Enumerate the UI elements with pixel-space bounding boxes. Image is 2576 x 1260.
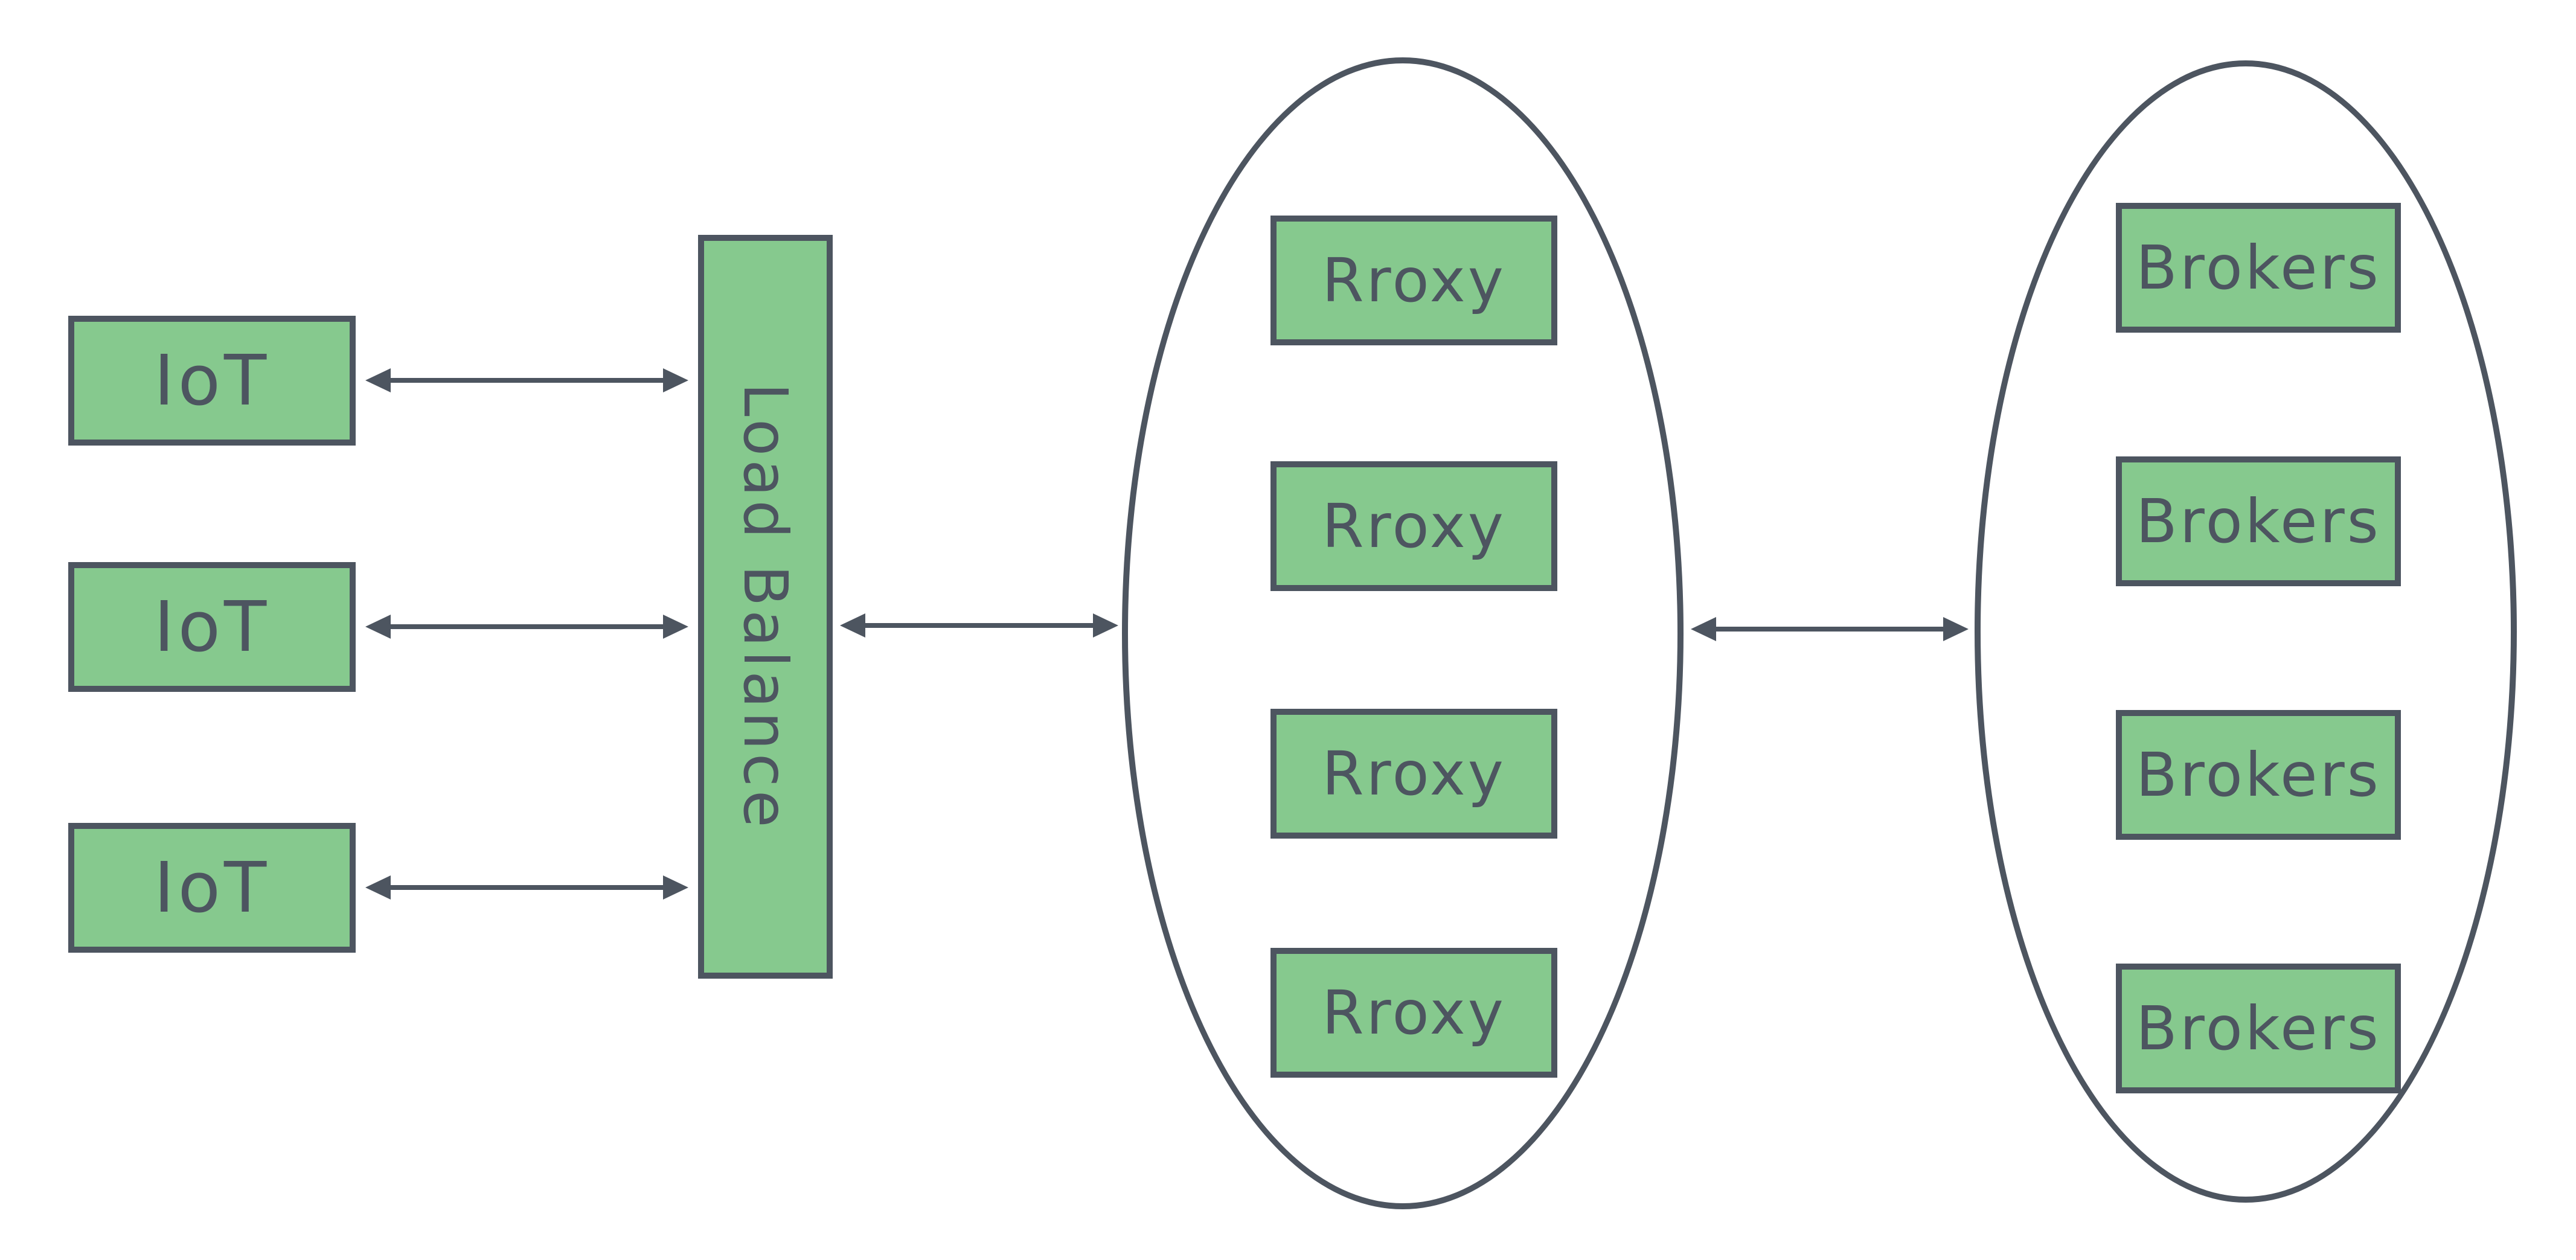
loadbalance-proxy-arrow bbox=[840, 613, 1118, 638]
broker-node-2-label: Brokers bbox=[2136, 486, 2381, 557]
arrow-shaft bbox=[387, 885, 667, 890]
iot1-loadbalance-arrow bbox=[365, 368, 688, 392]
proxy-node-3-label: Rroxy bbox=[1322, 738, 1506, 809]
proxy-cluster-ellipse bbox=[1122, 57, 1684, 1209]
arrowhead-right-icon bbox=[1093, 613, 1118, 638]
proxy-node-2-label: Rroxy bbox=[1322, 491, 1506, 561]
iot3-loadbalance-arrow bbox=[365, 875, 688, 900]
proxy-node-1-label: Rroxy bbox=[1322, 245, 1506, 316]
arrowhead-left-icon bbox=[365, 875, 391, 900]
proxy-broker-arrow bbox=[1691, 617, 1969, 641]
arrowhead-right-icon bbox=[1943, 617, 1969, 641]
arrowhead-left-icon bbox=[365, 368, 391, 392]
arrow-shaft bbox=[387, 624, 667, 629]
proxy-node-4-label: Rroxy bbox=[1322, 977, 1506, 1048]
arrowhead-left-icon bbox=[840, 613, 865, 638]
load-balancer-label: Load Balance bbox=[730, 382, 801, 831]
iot-node-2: IoT bbox=[68, 562, 356, 692]
iot-node-2-label: IoT bbox=[153, 586, 271, 668]
proxy-node-3: Rroxy bbox=[1270, 709, 1557, 839]
arrowhead-left-icon bbox=[1691, 617, 1716, 641]
broker-node-4: Brokers bbox=[2116, 964, 2401, 1093]
iot-node-1: IoT bbox=[68, 316, 356, 446]
broker-node-4-label: Brokers bbox=[2136, 993, 2381, 1064]
iot2-loadbalance-arrow bbox=[365, 615, 688, 639]
broker-cluster-ellipse bbox=[1975, 60, 2517, 1203]
proxy-node-2: Rroxy bbox=[1270, 461, 1557, 591]
broker-node-1-label: Brokers bbox=[2136, 232, 2381, 303]
arrowhead-right-icon bbox=[663, 875, 688, 900]
load-balancer-node: Load Balance bbox=[698, 235, 833, 979]
iot-node-3-label: IoT bbox=[153, 847, 271, 929]
arrowhead-right-icon bbox=[663, 368, 688, 392]
iot-node-1-label: IoT bbox=[153, 340, 271, 421]
arrowhead-left-icon bbox=[365, 615, 391, 639]
proxy-node-4: Rroxy bbox=[1270, 948, 1557, 1078]
proxy-node-1: Rroxy bbox=[1270, 216, 1557, 345]
broker-node-2: Brokers bbox=[2116, 456, 2401, 586]
arrow-shaft bbox=[387, 378, 667, 383]
broker-node-1: Brokers bbox=[2116, 203, 2401, 333]
iot-node-3: IoT bbox=[68, 823, 356, 953]
broker-node-3-label: Brokers bbox=[2136, 740, 2381, 810]
broker-node-3: Brokers bbox=[2116, 710, 2401, 840]
arrow-shaft bbox=[1713, 627, 1947, 632]
arrowhead-right-icon bbox=[663, 615, 688, 639]
arrow-shaft bbox=[862, 623, 1097, 628]
